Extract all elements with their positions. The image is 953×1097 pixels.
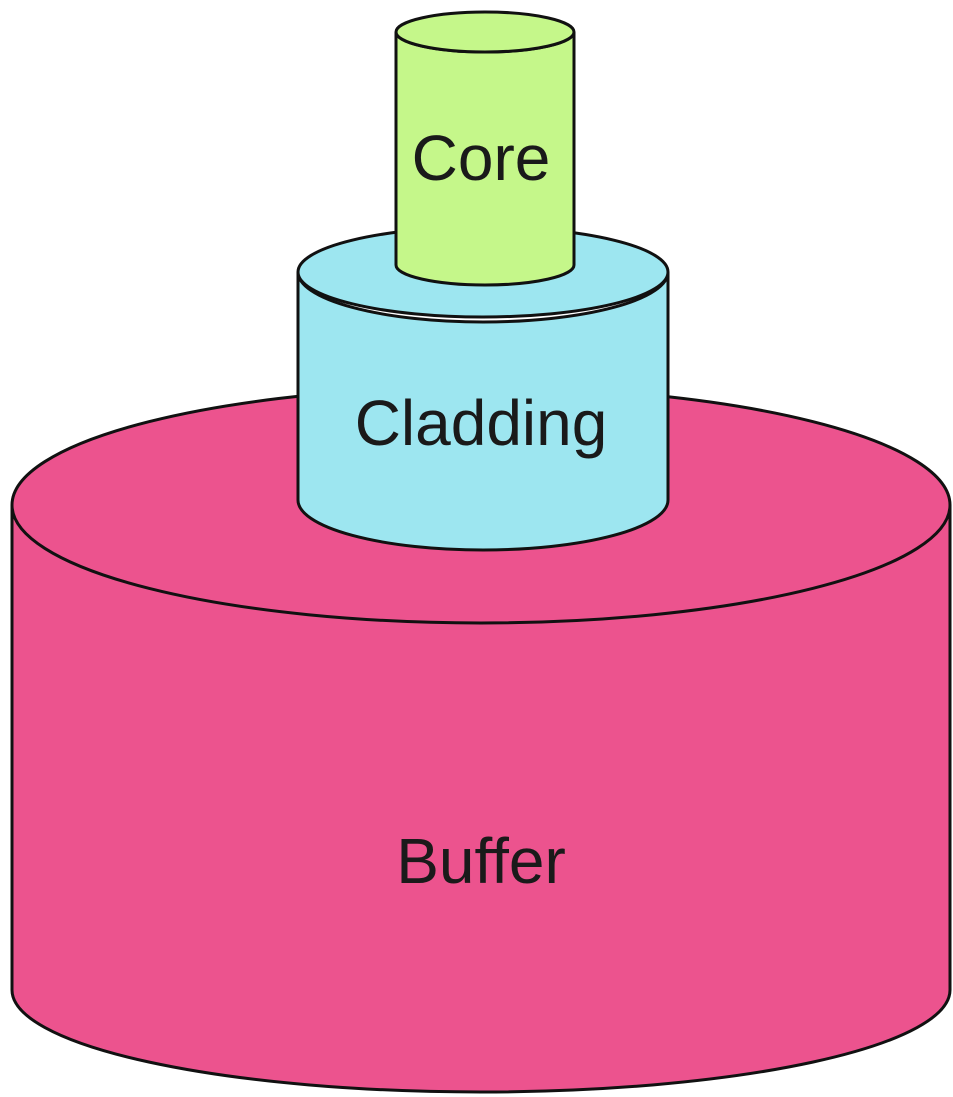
buffer-label: Buffer [396,825,566,897]
cladding-body [296,271,670,552]
cladding-label: Cladding [355,387,608,459]
core-label: Core [412,122,551,194]
core-cylinder: Core [394,10,576,287]
core-top [394,10,576,54]
cladding-cylinder: Cladding [296,225,670,552]
